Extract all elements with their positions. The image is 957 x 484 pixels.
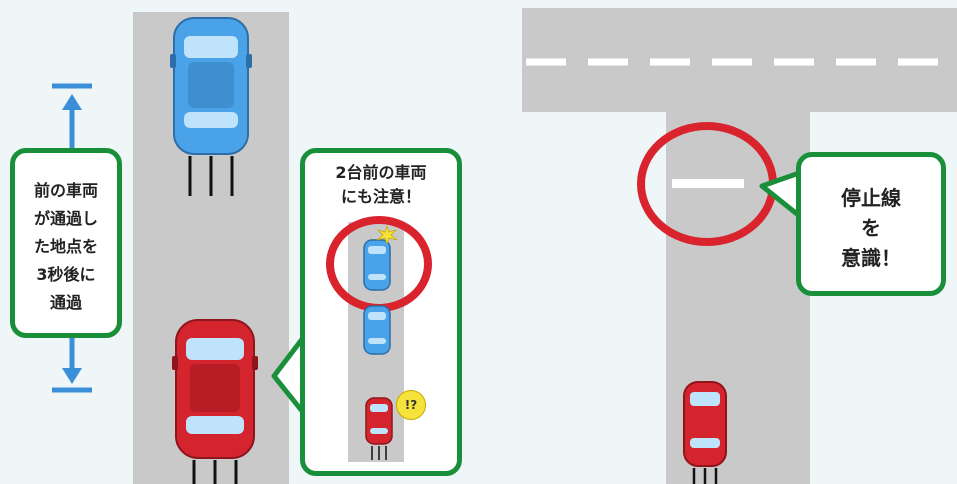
left-callout-line: 通過 [49, 293, 82, 312]
right-callout: 停止線 を 意識！ [796, 152, 946, 296]
lane-divider [526, 58, 957, 66]
left-callout-line: 3秒後に [36, 265, 96, 284]
blue-car-icon [170, 17, 252, 196]
right-callout-line: 意識！ [841, 246, 901, 270]
right-callout-line: 停止線 [841, 186, 901, 210]
red-car-icon [683, 381, 727, 484]
red-car-icon [365, 397, 393, 460]
spark-icon [376, 226, 398, 244]
left-callout-line: 前の車両 [33, 181, 98, 200]
warning-badge-icon: !? [396, 390, 426, 420]
middle-callout-line: にも注意！ [340, 187, 421, 206]
blue-car-icon [363, 239, 391, 291]
middle-callout-line: 2台前の車両 [335, 163, 427, 182]
left-callout-line: が通過し [33, 209, 98, 228]
left-callout-line: た地点を [33, 237, 98, 256]
blue-car-icon [363, 305, 391, 355]
warning-badge-text: !? [404, 398, 418, 412]
right-callout-line: を [861, 216, 881, 240]
stop-line [672, 179, 744, 188]
left-callout: 前の車両 が通過し た地点を 3秒後に 通過 [10, 148, 122, 338]
highlight-ring [326, 216, 432, 312]
red-car-icon [172, 319, 258, 484]
